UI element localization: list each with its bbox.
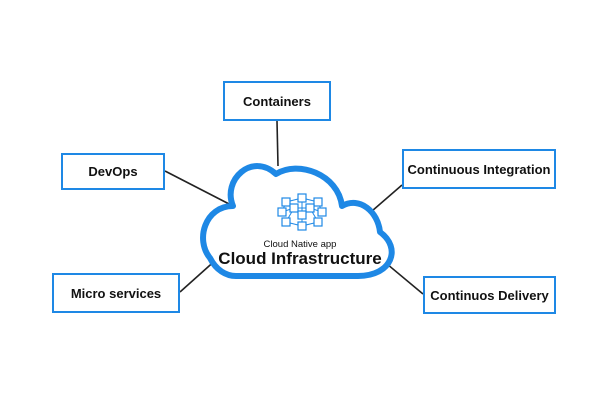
cloud-shape	[200, 163, 395, 279]
cloud-subtitle: Cloud Native app	[263, 239, 337, 250]
node-continuous-integration: Continuous Integration	[402, 149, 556, 189]
node-devops: DevOps	[61, 153, 165, 190]
node-containers: Containers	[223, 81, 331, 121]
node-continuous-delivery: Continuos Delivery	[423, 276, 556, 314]
cloud-title: Cloud Infrastructure	[218, 249, 382, 268]
connector-devops	[164, 170, 234, 207]
cube-network-icon	[277, 193, 327, 231]
connector-containers	[276, 120, 279, 167]
connector-continuous-integration	[371, 184, 403, 212]
node-micro-services: Micro services	[52, 273, 180, 313]
